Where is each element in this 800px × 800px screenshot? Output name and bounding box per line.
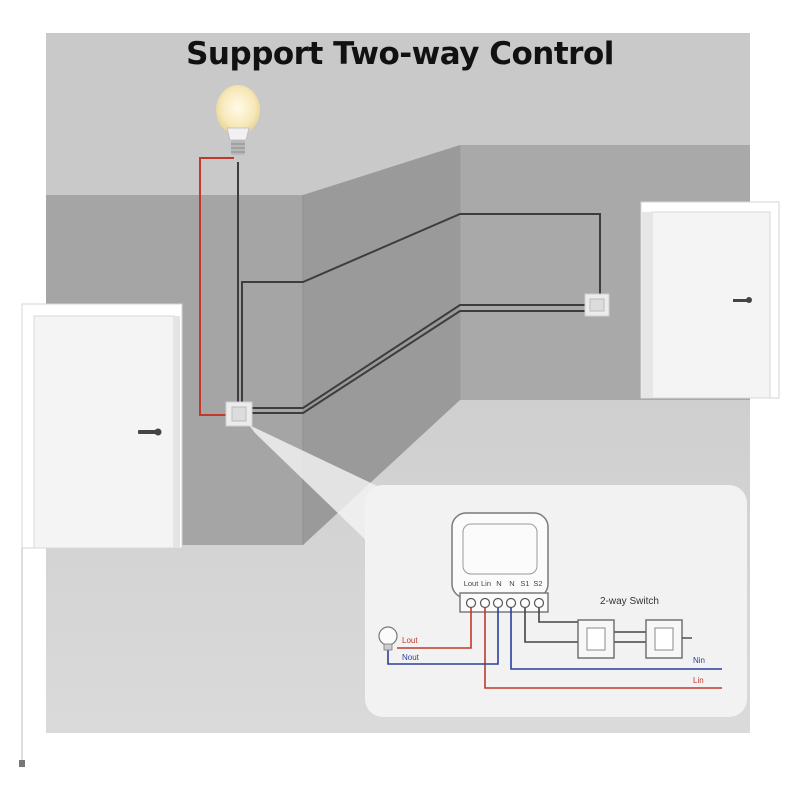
switch-title: 2-way Switch (600, 596, 659, 607)
nout-wire (387, 608, 499, 665)
corridor-side-wall (303, 145, 460, 545)
nin-label: Nin (693, 656, 705, 665)
terminal-label: N (509, 579, 514, 588)
door-handle-icon (733, 297, 752, 303)
light-bulb-icon (216, 85, 260, 155)
terminal-screw (492, 597, 504, 609)
wall-switch-icon (225, 401, 253, 427)
terminal-screw (505, 597, 517, 609)
zoom-cone (249, 425, 392, 548)
terminal-labels: Lout Lin N N S1 S2 (464, 579, 543, 588)
terminal-screw (533, 597, 545, 609)
lout-label: Lout (402, 636, 418, 645)
nin-wire (510, 608, 722, 670)
live-wire (199, 157, 234, 416)
terminal-label: Lout (464, 579, 480, 588)
lin-wire (484, 608, 722, 689)
relay-module (451, 512, 549, 613)
wall-switch-icon (584, 293, 610, 317)
terminal-label: N (496, 579, 501, 588)
terminal-label: S1 (520, 579, 529, 588)
two-way-switch-icon (645, 619, 683, 659)
lout-wire (397, 608, 472, 649)
wiring-detail-panel (365, 485, 747, 717)
terminal-screw (465, 597, 477, 609)
lamp-icon (378, 626, 398, 651)
right-door (640, 201, 780, 399)
terminal-screw (519, 597, 531, 609)
door-handle-icon (138, 428, 162, 436)
terminal-label: S2 (533, 579, 542, 588)
s1-wire (524, 608, 583, 643)
terminal-label: Lin (481, 579, 491, 588)
page-title: Support Two-way Control (186, 36, 614, 72)
lin-label: Lin (693, 676, 704, 685)
left-door (21, 303, 183, 549)
terminal-screw (479, 597, 491, 609)
nout-label: Nout (402, 653, 420, 662)
terminal-screws (465, 597, 545, 609)
wall-wiring (237, 162, 601, 414)
two-way-switch-icon (577, 619, 615, 659)
